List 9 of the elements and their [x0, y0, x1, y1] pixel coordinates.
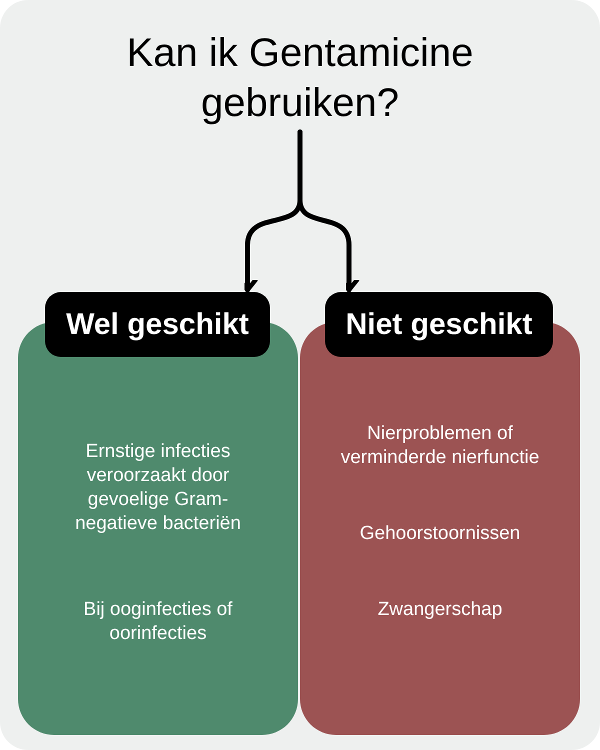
- category-label: Niet geschikt: [325, 292, 553, 357]
- criterion-text: Ernstige infecties veroorzaakt door gevoelige Gram-negatieve bacteriën: [74, 440, 242, 536]
- criterion-text: Gehoorstoornissen: [360, 522, 520, 546]
- category-label: Wel geschikt: [45, 292, 270, 357]
- criterion-text: Nierproblemen of verminderde nierfunctie: [340, 422, 540, 470]
- criterion-text: Bij ooginfecties of oorinfecties: [82, 598, 234, 646]
- split-arrow: [298, 130, 360, 292]
- criterion-text: Zwangerschap: [378, 598, 502, 622]
- question-heading: Kan ik Gentamicine gebruiken?: [126, 30, 474, 127]
